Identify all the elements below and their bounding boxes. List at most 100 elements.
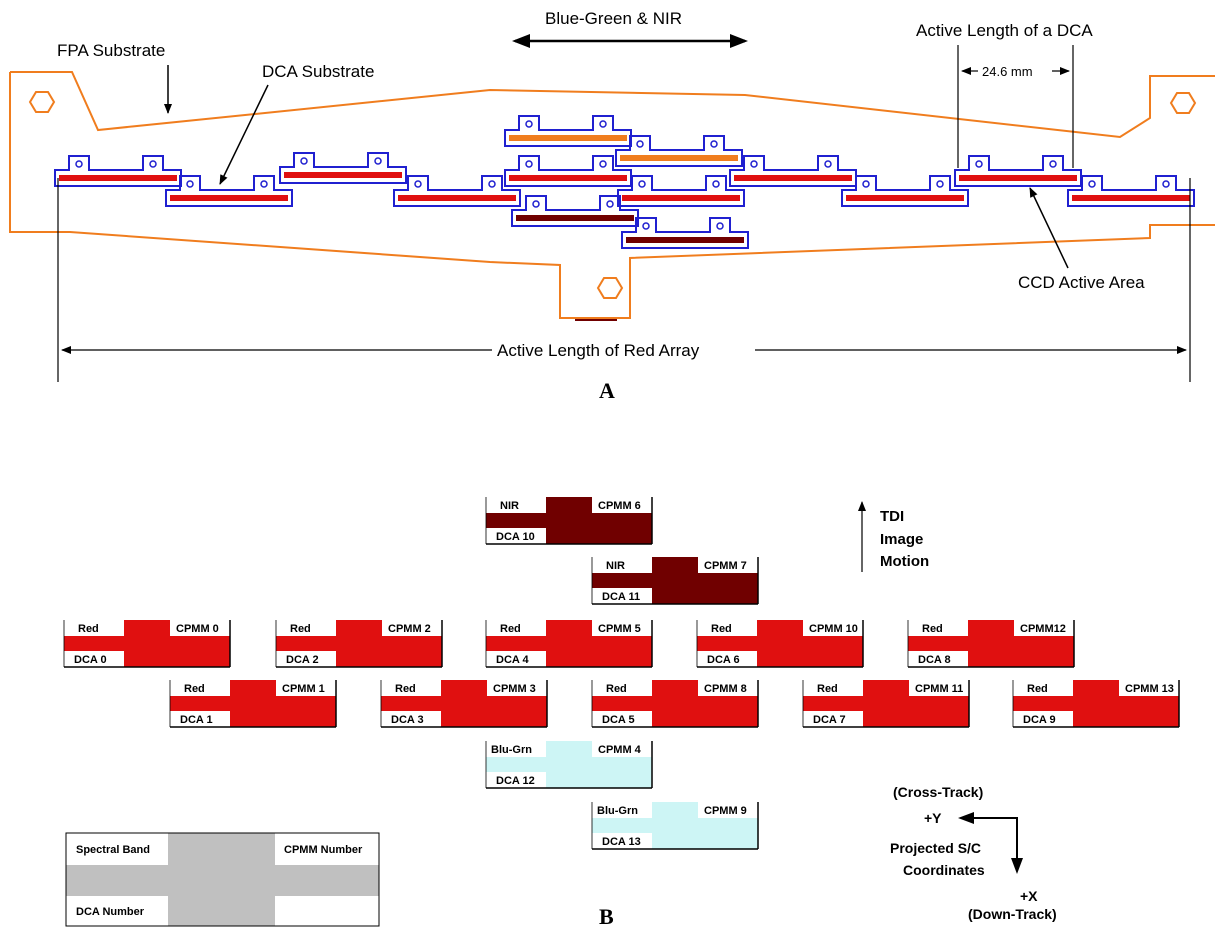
mount-hole-bottom [596,277,624,299]
dca-number-label: DCA 5 [602,714,635,726]
mount-tab-icon [642,222,650,230]
cpmm-number-label: CPMM 11 [915,683,963,695]
spectral-band-label: NIR [606,560,625,572]
cpmm-number-label: CPMM 9 [704,805,747,817]
cpmm-number-label: CPMM 7 [704,560,747,572]
ccd-active-area [59,175,177,181]
module-group: NIR CPMM 6 DCA 10 NIR CPMM 7 DCA 11 Red CPMM 0 D… [63,497,1180,850]
cpmm-number-label: CPMM 0 [176,623,219,635]
dca-number-label: DCA 11 [602,591,640,603]
down-track-label: (Down-Track) [968,906,1057,922]
legend-box: Spectral Band CPMM Number DCA Number [65,832,380,927]
dca-substrate [511,195,639,227]
spectral-band-label: NIR [500,500,519,512]
projected-label-line1: Projected S/C [890,840,981,856]
panel-b: NIR CPMM 6 DCA 10 NIR CPMM 7 DCA 11 Red CPMM 0 D… [63,497,1180,929]
ccd-active-area [620,155,738,161]
mount-tab-icon [1088,180,1096,188]
mount-tab-icon [260,180,268,188]
cpmm-module-dca-12: Blu-Grn CPMM 4 DCA 12 [485,741,653,789]
plus-y-arrow-head-icon [958,812,974,824]
spectral-band-label: Red [395,683,416,695]
dca-substrate [729,155,857,187]
cpmm-number-label: CPMM 8 [704,683,747,695]
mount-tab-icon [599,120,607,128]
spectral-band-label: Red [500,623,521,635]
spectral-band-label: Red [711,623,732,635]
fpa-substrate-label: FPA Substrate [57,41,165,60]
ccd-active-area [622,195,740,201]
cpmm-number-label: CPMM 6 [598,500,641,512]
spectral-band-label: Red [78,623,99,635]
legend-dca-label: DCA Number [76,906,145,918]
mount-tab-icon [525,120,533,128]
mount-tab-icon [862,180,870,188]
dca-substrate [621,217,749,249]
spectral-band-label: Red [1027,683,1048,695]
dca-number-label: DCA 1 [180,714,213,726]
cpmm-number-label: CPMM 5 [598,623,641,635]
dca-number-label: DCA 13 [602,836,641,848]
cpmm-number-label: CPMM 10 [809,623,858,635]
mount-tab-icon [149,160,157,168]
cpmm-number-label: CPMM12 [1020,623,1066,635]
tdi-label-line3: Motion [880,553,929,570]
dca-substrate [617,175,745,207]
mount-tab-icon [936,180,944,188]
mount-tab-icon [712,180,720,188]
mount-tab-icon [186,180,194,188]
ccd-active-area [734,175,852,181]
mount-hole-left [28,91,56,113]
tdi-label-line1: TDI [880,508,904,525]
mount-tab-icon [750,160,758,168]
dca-number-label: DCA 10 [496,531,535,543]
cpmm-module-dca-9: Red CPMM 13 DCA 9 [1012,680,1180,728]
dca-number-label: DCA 4 [496,654,529,666]
cpmm-number-label: CPMM 3 [493,683,536,695]
mount-tab-icon [606,200,614,208]
cpmm-module-dca-5: Red CPMM 8 DCA 5 [591,680,759,728]
ccd-active-area [846,195,964,201]
dca-group [54,115,1195,249]
tdi-label-line2: Image [880,531,923,548]
dca-substrate [954,155,1082,187]
mount-hole-right [1169,92,1197,114]
dca-number-label: DCA 12 [496,775,535,787]
dca-substrate [54,155,182,187]
spacecraft-coordinates: (Cross-Track) +Y Projected S/C Coordinat… [890,784,1057,922]
mount-tab-icon [300,157,308,165]
dca-substrate [1067,175,1195,207]
ccd-active-area-label: CCD Active Area [1018,273,1145,292]
mount-tab-icon [525,160,533,168]
spectral-band-label: Blu-Grn [491,744,532,756]
plus-y-label: +Y [924,810,942,826]
dca-substrate [504,115,632,147]
mount-tab-icon [824,160,832,168]
mount-tab-icon [638,180,646,188]
ccd-active-area [516,215,634,221]
mount-tab-icon [1162,180,1170,188]
dca-substrate [165,175,293,207]
ccd-active-area [1072,195,1190,201]
panel-a: FPA Substrate DCA Substrate Blue-Green &… [9,9,1215,403]
dca-number-label: DCA 9 [1023,714,1056,726]
cpmm-module-dca-11: NIR CPMM 7 DCA 11 [591,557,759,605]
ccd-active-area [398,195,516,201]
dca-substrate-label: DCA Substrate [262,62,374,81]
dca-substrate [504,155,632,187]
dca-substrate [615,135,743,167]
cpmm-number-label: CPMM 13 [1125,683,1174,695]
cpmm-number-label: CPMM 4 [598,744,642,756]
mount-tab-icon [75,160,83,168]
dca-substrate-arrow [219,84,269,185]
cpmm-number-label: CPMM 2 [388,623,431,635]
ccd-active-area [170,195,288,201]
dca-number-label: DCA 7 [813,714,846,726]
spectral-band-label: Red [606,683,627,695]
ccd-active-area [284,172,402,178]
ccd-active-area [509,175,627,181]
mount-tab-icon [1049,160,1057,168]
ccd-active-area [626,237,744,243]
